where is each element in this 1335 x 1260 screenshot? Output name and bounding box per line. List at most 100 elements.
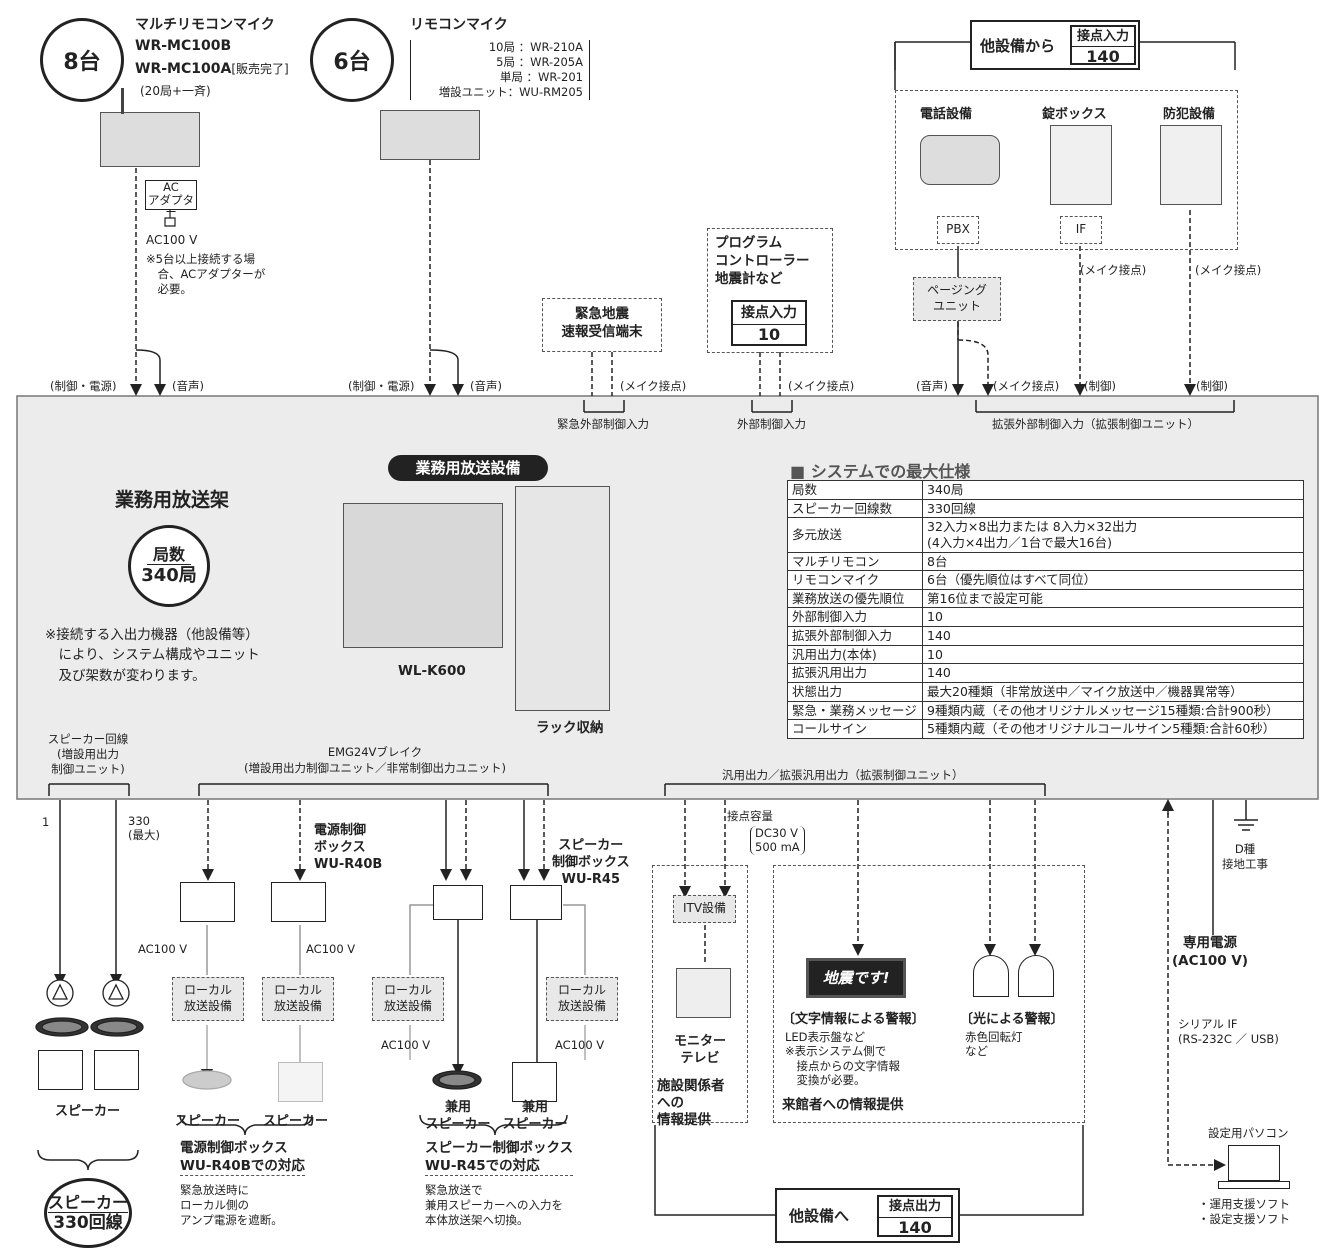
- spk-num-330: 330 (最大): [128, 814, 160, 842]
- light-alert-label: 〔光による警報〕: [960, 1012, 1064, 1027]
- spec-key: 局数: [787, 480, 923, 500]
- paging-unit-box: ページング ユニット: [913, 277, 1001, 321]
- spk330-value: 330回線: [53, 1212, 123, 1233]
- spec-value: 6台（優先順位はすべて同位）: [922, 570, 1304, 590]
- local-pa-4: ローカル 放送設備: [546, 977, 618, 1021]
- local-pa-1: ローカル 放送設備: [172, 977, 244, 1021]
- rm-model-1: 10局 ：WR-210A: [488, 40, 583, 54]
- r45-response-note: 緊急放送で 兼用スピーカーへの入力を 本体放送架へ切換。: [425, 1183, 563, 1227]
- spec-value: 140: [922, 626, 1304, 646]
- eew-terminal-box: 緊急地震 速報受信端末: [542, 298, 662, 352]
- spec-row: 状態出力最大20種類（非常放送中／マイク放送中／機器異常等）: [787, 681, 1304, 702]
- r40b-response-note: 緊急放送時に ローカル側の アンプ電源を遮断。: [180, 1183, 283, 1227]
- staff-info-group: [652, 865, 748, 1123]
- spec-value: 140: [922, 663, 1304, 683]
- mc-snd-label: (音声): [172, 379, 204, 393]
- rm-title: リモコンマイク: [410, 17, 508, 33]
- wl-k600-image: [343, 503, 503, 648]
- rack-note: ※接続する入出力機器（他設備等） により、システム構成やユニット 及び架数が変わ…: [45, 627, 260, 684]
- rack-cabinet-image: [515, 486, 610, 711]
- spk-num-1: 1: [42, 815, 50, 829]
- setting-pc-label: 設定用パソコン: [1208, 1126, 1289, 1140]
- security-panel-image: [1160, 125, 1222, 205]
- sec-mk-label: (メイク接点): [1195, 263, 1262, 277]
- itv-box: ITV設備: [673, 895, 736, 923]
- ext-contact-num: 140: [1086, 47, 1120, 66]
- dedicated-power-label: 専用電源 (AC100 V): [1172, 935, 1249, 969]
- spk330-label: スピーカー: [47, 1192, 128, 1213]
- tel-title: 電話設備: [920, 107, 973, 122]
- rm-model-2: 5局 ：WR-205A: [496, 54, 583, 69]
- light-alert-note: 赤色回転灯 など: [965, 1030, 1023, 1059]
- ext-control-input-label: 外部制御入力: [737, 417, 806, 431]
- contact-capacity-label: 接点容量: [727, 809, 773, 823]
- spec-value: 9種類内蔵（その他オリジナルメッセージ15種類:合計900秒）: [922, 700, 1304, 721]
- ground-label: D種 接地工事: [1222, 842, 1268, 871]
- contact-input-num: 10: [757, 325, 781, 344]
- spec-row: 汎用出力(本体)10: [787, 644, 1304, 665]
- spec-title: ■ システムでの最大仕様: [790, 462, 971, 481]
- rm-model-4: 増設ユニット：WU-RM205: [438, 84, 583, 99]
- if-box: IF: [1060, 216, 1102, 244]
- mc-power: AC100 V: [146, 233, 198, 247]
- rm-count: 6台: [333, 50, 371, 75]
- model-label: WL-K600: [398, 663, 466, 679]
- rm-ctl-label: (制御・電源): [348, 379, 415, 393]
- mic-stem-icon: [121, 88, 124, 114]
- spec-value: 10: [922, 607, 1304, 627]
- lock-box-image: [1050, 125, 1112, 205]
- telephone-image: [920, 135, 1000, 185]
- business-pa-pill: 業務用放送設備: [388, 455, 548, 481]
- spec-key: 多元放送: [787, 517, 923, 553]
- text-alert-label: 〔文字情報による警報〕: [782, 1012, 925, 1027]
- expanded-ext-input-label: 拡張外部制御入力（拡張制御ユニット）: [992, 417, 1199, 431]
- remote-mic-image: [380, 110, 480, 160]
- security-title: 防犯設備: [1163, 107, 1216, 122]
- lock-ctl-label: (制御): [1084, 379, 1116, 393]
- other-systems-group: [895, 90, 1238, 250]
- spec-row: 業務放送の優先順位第16位まで設定可能: [787, 588, 1304, 609]
- spec-key: コールサイン: [787, 719, 923, 739]
- station-value: 340局: [141, 565, 197, 587]
- spec-key: 緊急・業務メッセージ: [787, 700, 923, 721]
- local-pa-2: ローカル 放送設備: [262, 977, 334, 1021]
- spec-value: 5種類内蔵（その他オリジナルコールサイン5種類:合計60秒）: [922, 719, 1304, 739]
- program-controller-box: [707, 228, 833, 353]
- contact-input-label: 接点入力: [733, 302, 805, 325]
- from-other-label: 他設備から: [980, 36, 1056, 55]
- speaker-control-box-label: スピーカー 制御ボックス WU-R45: [552, 838, 630, 887]
- station-label: 局数: [146, 545, 191, 566]
- spec-value: 8台: [922, 551, 1304, 572]
- spec-key: 業務放送の優先順位: [787, 588, 923, 609]
- shared-spk-label-1: 兼用 スピーカー: [425, 1100, 491, 1132]
- monitor-tv-image: [676, 968, 731, 1018]
- contact-output-num: 140: [898, 1218, 932, 1237]
- shared-box-speaker: [512, 1062, 557, 1102]
- monitor-tv-label: モニター テレビ: [673, 1034, 726, 1066]
- spec-value: 330回線: [922, 498, 1304, 519]
- r45-response-title: スピーカー制御ボックス WU-R45での対応: [425, 1140, 574, 1177]
- staff-info-label: 施設関係者 への 情報提供: [657, 1078, 725, 1128]
- eew-input-label: 緊急外部制御入力: [557, 417, 649, 431]
- contact-capacity-value: DC30 V 500 mA: [750, 826, 805, 855]
- speaker-line-label: スピーカー回線 (増設用出力 制御ユニット): [47, 732, 129, 776]
- spk-label-2: スピーカー: [175, 1114, 241, 1129]
- spec-value: 32入力×8出力または 8入力×32出力 (4入力×4出力／1台で最大16台): [922, 517, 1304, 553]
- spec-value: 10: [922, 644, 1304, 665]
- spec-key: 拡張汎用出力: [787, 663, 923, 683]
- r45-box-2: [510, 885, 562, 920]
- ac100-3: AC100 V: [381, 1038, 431, 1052]
- r45-box-1: [433, 885, 483, 920]
- spk-label-1: スピーカー: [55, 1104, 121, 1119]
- ac100-2: AC100 V: [306, 942, 356, 956]
